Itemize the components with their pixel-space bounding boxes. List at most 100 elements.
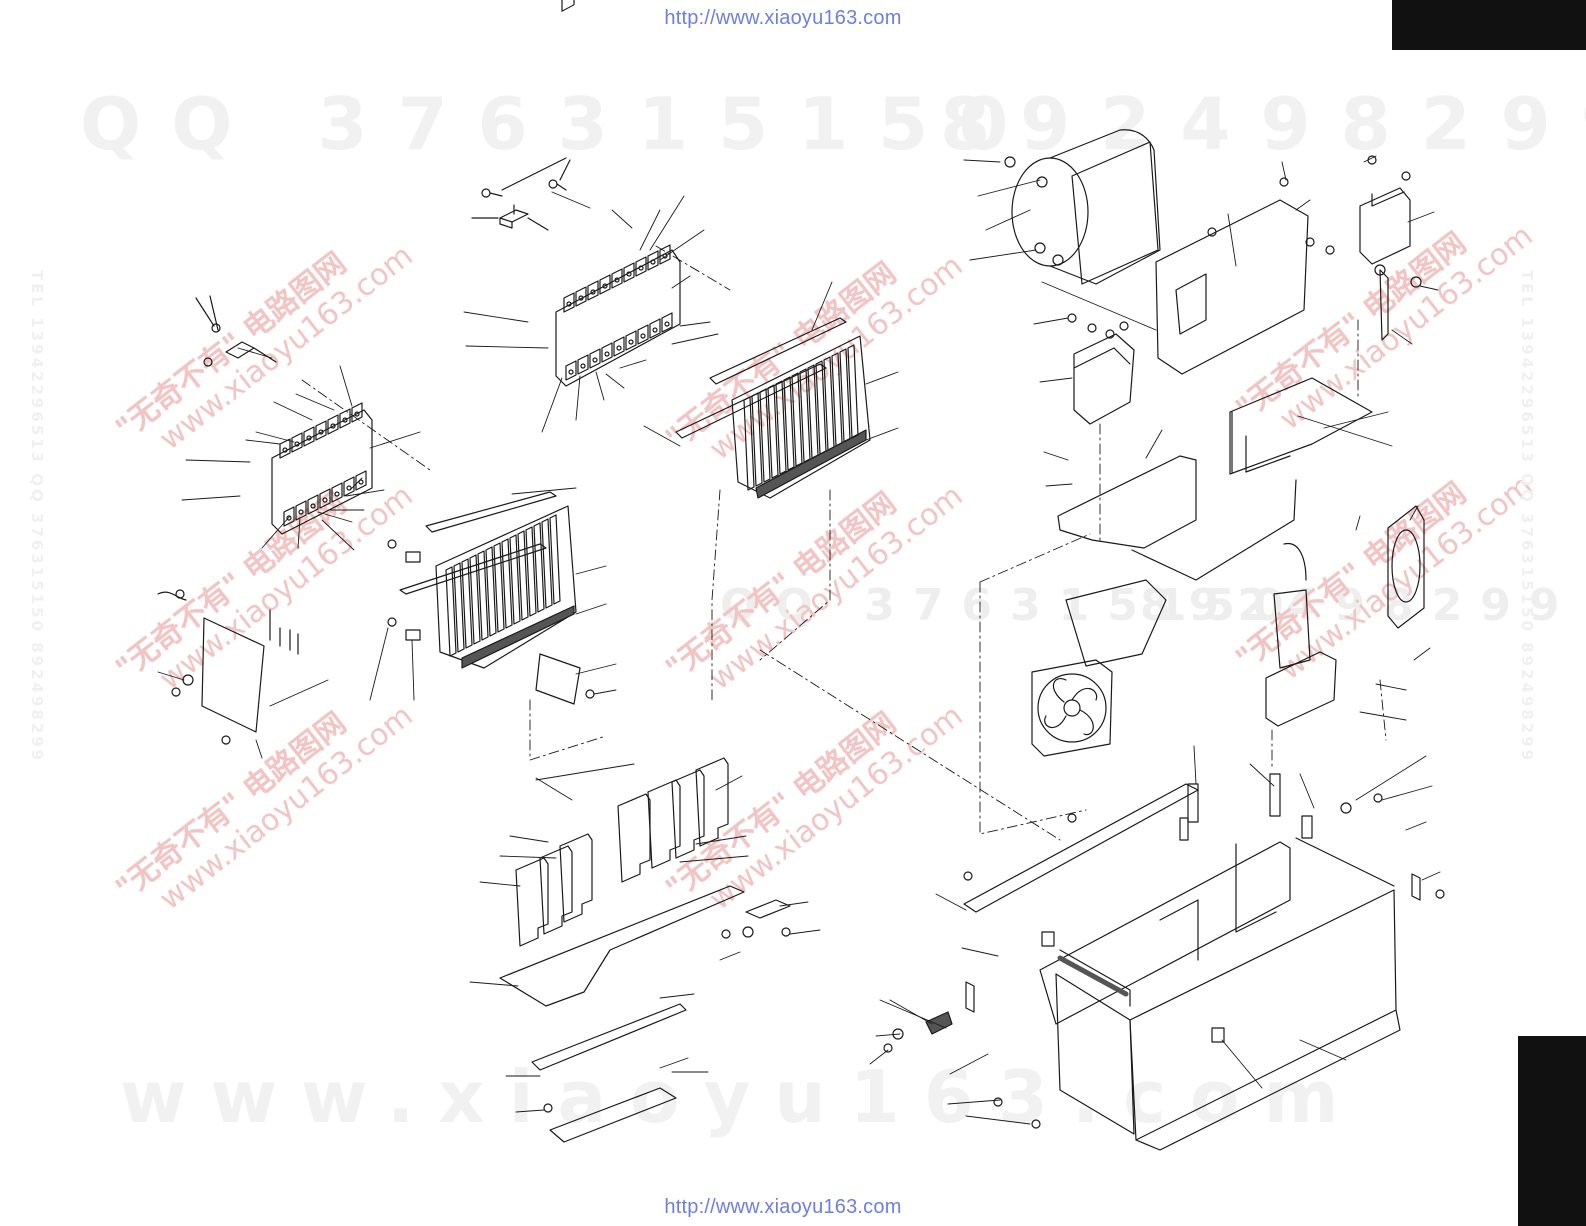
leader-line [865, 427, 899, 441]
heatsink-fin [839, 348, 851, 443]
transistor-icon [327, 414, 339, 435]
leader-line [947, 1099, 1001, 1105]
transistor-board-icon [555, 0, 681, 387]
leader-line [535, 763, 635, 781]
power-transformer-icon [1004, 129, 1161, 285]
pcb-board [671, 769, 705, 859]
transistor-icon [628, 339, 634, 345]
bracket-icon [387, 539, 595, 705]
leader-line [1355, 515, 1361, 531]
transistor-icon [282, 447, 288, 453]
heatsink-fin [549, 514, 561, 605]
pcb-board [539, 845, 573, 935]
heatsink-fin [799, 368, 811, 463]
transistor-icon [294, 441, 300, 447]
leader-line [469, 981, 519, 987]
leader-line [273, 401, 313, 421]
heatsink-fin [485, 546, 497, 637]
side-watermark-right: TEL 13942296513 QQ 376315150 892498299 [1518, 270, 1536, 764]
leader-line [949, 1053, 989, 1075]
leader-line [1249, 763, 1275, 787]
leader-line [1407, 211, 1435, 223]
bracket-icon [883, 773, 1445, 1129]
heatsink-fin [509, 534, 521, 625]
transistor-icon [647, 250, 659, 271]
transistor-icon [659, 244, 671, 265]
leader-line [369, 431, 421, 449]
leader-line [715, 775, 743, 791]
leader-line [643, 425, 681, 447]
leader-line [349, 477, 363, 491]
leader-line [719, 951, 741, 961]
leader-line [963, 159, 1001, 163]
heatsink-fin [791, 372, 803, 467]
leader-line [1391, 329, 1413, 345]
bracket-icon [1065, 579, 1337, 727]
section-edge-tab [1518, 1036, 1586, 1226]
footer-url[interactable]: http://www.xiaoyu163.com [664, 1196, 902, 1218]
leader-line [295, 393, 335, 411]
transistor-icon [613, 336, 625, 357]
leader-line [1355, 755, 1427, 801]
transistor-icon [334, 491, 340, 497]
watermark-qq: QQ 376315150 [80, 82, 1039, 166]
leader-line [865, 371, 899, 385]
leader-line [575, 603, 607, 615]
transistor-icon [614, 277, 620, 283]
leader-line [1419, 285, 1439, 291]
pcb-board [559, 833, 593, 923]
leader-line [1297, 415, 1393, 447]
leader-line [245, 439, 281, 445]
fan-icon [1031, 659, 1113, 757]
pcb-icon [515, 757, 729, 947]
transistor-icon [626, 271, 632, 277]
heatsink-fin [493, 542, 505, 633]
transistor-icon [635, 256, 647, 277]
leader-line [679, 321, 711, 327]
transistor-icon [355, 470, 367, 491]
transistor-icon [319, 488, 331, 509]
leader-line [671, 333, 719, 345]
transistor-icon [577, 354, 589, 375]
leader-line [1405, 821, 1427, 831]
transistor-icon [640, 333, 646, 339]
transistor-icon [295, 500, 307, 521]
leader-line [237, 347, 273, 359]
transistor-icon [599, 274, 611, 295]
transistor-icon [592, 357, 598, 363]
heatsink-fin [775, 380, 787, 475]
leader-line [639, 209, 661, 251]
transistor-icon [291, 432, 303, 453]
leader-line [965, 1115, 1031, 1125]
heatsink-fin [477, 550, 489, 641]
heatsink-icon [675, 317, 871, 499]
leader-line [339, 365, 353, 407]
heatsink-fin [501, 538, 513, 629]
leader-line [515, 1109, 545, 1113]
transistor-icon [611, 268, 623, 289]
leader-line [1193, 745, 1197, 785]
leader-line [977, 179, 1041, 197]
transistor-icon [587, 280, 599, 301]
pcb-board [647, 779, 681, 869]
transistor-icon [283, 506, 295, 527]
leader-line [605, 373, 625, 389]
leader-line [1039, 377, 1073, 383]
heatsink-fin [807, 364, 819, 459]
leader-line [961, 947, 999, 957]
transistor-icon [331, 482, 343, 503]
leader-line [671, 275, 691, 289]
leader-line [509, 835, 549, 843]
transistor-icon [310, 503, 316, 509]
transistor-icon [580, 363, 586, 369]
transistor-icon [315, 420, 327, 441]
heatsink-fin [517, 530, 529, 621]
transistor-icon [590, 289, 596, 295]
transistor-icon [330, 423, 336, 429]
heatsink-fin [541, 518, 553, 609]
transistor-icon [601, 342, 613, 363]
header-url[interactable]: http://www.xiaoyu163.com [664, 7, 902, 29]
leader-line [345, 489, 385, 497]
transistor-icon [563, 244, 673, 381]
